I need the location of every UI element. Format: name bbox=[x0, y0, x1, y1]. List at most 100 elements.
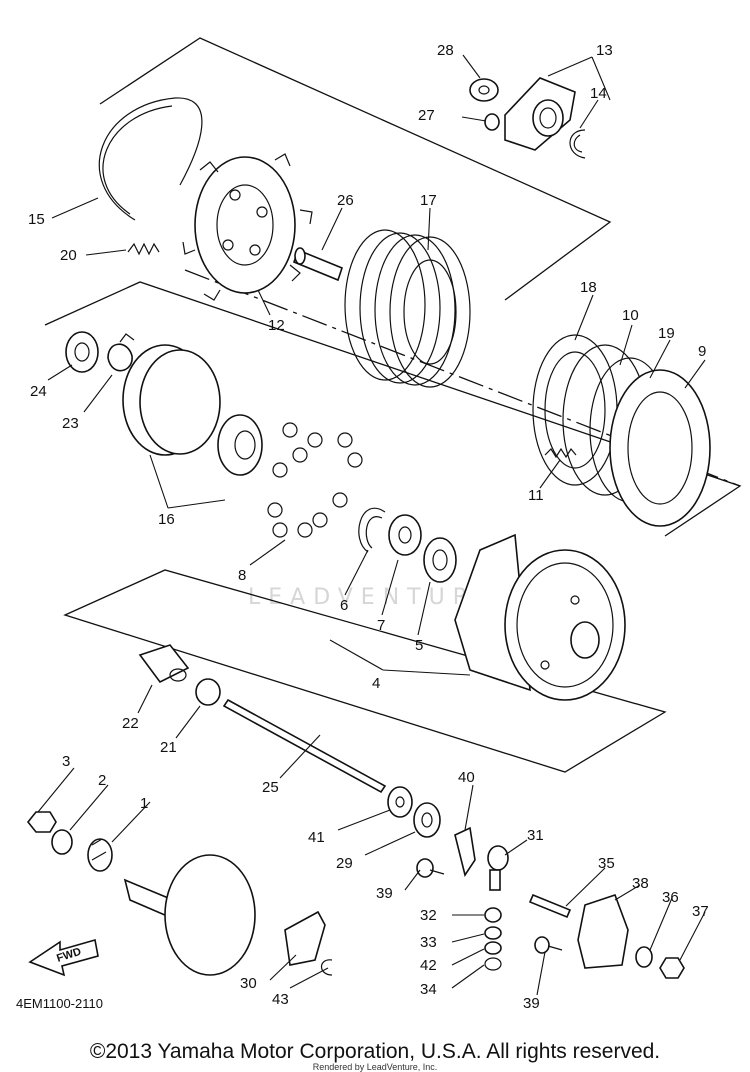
rendered-by-note: Rendered by LeadVenture, Inc. bbox=[312, 1062, 438, 1072]
part-39-bolt-upper bbox=[416, 858, 445, 878]
part-36-washer bbox=[635, 946, 653, 968]
part-34-clip bbox=[484, 957, 502, 971]
callout-21: 21 bbox=[160, 739, 177, 756]
callout-17: 17 bbox=[420, 192, 437, 209]
part-28-nut-hole bbox=[478, 85, 490, 95]
callout-13: 13 bbox=[596, 42, 613, 59]
part-24-nut bbox=[65, 331, 99, 373]
part-16-primary-gear bbox=[122, 344, 263, 476]
callout-6: 6 bbox=[340, 597, 348, 614]
push-lever-shaft bbox=[123, 854, 256, 976]
part-37-nut bbox=[659, 957, 685, 979]
part-42-washer bbox=[484, 941, 502, 955]
callout-14: 14 bbox=[590, 85, 607, 102]
callout-7: 7 bbox=[377, 617, 385, 634]
drawing-code: 4EM1100-2110 bbox=[16, 996, 103, 1011]
callout-36: 36 bbox=[662, 889, 679, 906]
part-8-balls bbox=[267, 422, 363, 538]
part-6-circlip bbox=[358, 507, 386, 553]
callout-27: 27 bbox=[418, 107, 435, 124]
part-23-lock-washer bbox=[107, 333, 135, 372]
callout-3: 3 bbox=[62, 753, 70, 770]
callout-37: 37 bbox=[692, 903, 709, 920]
callout-24: 24 bbox=[30, 383, 47, 400]
callout-9: 9 bbox=[698, 343, 706, 360]
part-30-lever-plate bbox=[284, 910, 326, 966]
part-9-clutch-plate bbox=[609, 369, 711, 527]
callout-33: 33 bbox=[420, 934, 437, 951]
callout-8: 8 bbox=[238, 567, 246, 584]
watermark-text: LEADVENTURE bbox=[248, 585, 498, 610]
part-31-bolt bbox=[487, 845, 509, 891]
part-15-circlip bbox=[98, 97, 203, 221]
callout-39-lower: 39 bbox=[523, 995, 540, 1012]
part-29-bearing bbox=[413, 802, 441, 838]
part-20-spring bbox=[127, 242, 160, 256]
callout-18: 18 bbox=[580, 279, 597, 296]
callout-22: 22 bbox=[122, 715, 139, 732]
part-28-nut bbox=[469, 78, 499, 102]
part-2-washer bbox=[51, 829, 73, 855]
callout-15: 15 bbox=[28, 211, 45, 228]
callout-26: 26 bbox=[337, 192, 354, 209]
part-18-friction-plate bbox=[532, 334, 618, 486]
callout-31: 31 bbox=[527, 827, 544, 844]
callout-29: 29 bbox=[336, 855, 353, 872]
callout-38: 38 bbox=[632, 875, 649, 892]
part-25-push-rod bbox=[222, 698, 387, 794]
part-38-bracket bbox=[577, 893, 629, 969]
part-22-pinion bbox=[138, 644, 190, 684]
part-17-friction-plates bbox=[344, 229, 471, 388]
frame-middle bbox=[44, 281, 742, 537]
copyright-notice: ©2013 Yamaha Motor Corporation, U.S.A. A… bbox=[89, 1040, 661, 1063]
part-7-washer bbox=[388, 514, 422, 556]
part-41-washer bbox=[387, 786, 413, 818]
part-15-circlip-inner bbox=[102, 105, 173, 215]
part-12-pressure-plate bbox=[182, 153, 313, 301]
callout-12: 12 bbox=[268, 317, 285, 334]
callout-20: 20 bbox=[60, 247, 77, 264]
callout-41: 41 bbox=[308, 829, 325, 846]
callout-10: 10 bbox=[622, 307, 639, 324]
part-3-nut bbox=[26, 811, 57, 833]
frame-lower bbox=[63, 569, 667, 773]
fwd-arrow-icon bbox=[28, 938, 99, 977]
part-35-adjust-bolt bbox=[528, 893, 572, 919]
callout-16: 16 bbox=[158, 511, 175, 528]
leader-lines bbox=[37, 54, 706, 996]
callout-19: 19 bbox=[658, 325, 675, 342]
callout-39-upper: 39 bbox=[376, 885, 393, 902]
part-14-circlip bbox=[569, 129, 586, 159]
callout-43: 43 bbox=[272, 991, 289, 1008]
callout-32: 32 bbox=[420, 907, 437, 924]
callout-30: 30 bbox=[240, 975, 257, 992]
part-40-lever bbox=[454, 826, 476, 877]
callout-25: 25 bbox=[262, 779, 279, 796]
frame-upper bbox=[99, 37, 612, 301]
part-21-washer bbox=[195, 678, 221, 706]
callout-4: 4 bbox=[372, 675, 380, 692]
callout-35: 35 bbox=[598, 855, 615, 872]
part-27-bolt bbox=[484, 113, 500, 131]
part-43-circlip bbox=[320, 959, 333, 976]
part-11-spring bbox=[544, 447, 577, 459]
callout-42: 42 bbox=[420, 957, 437, 974]
callout-28: 28 bbox=[437, 42, 454, 59]
part-26-push-rod bbox=[293, 247, 343, 282]
part-33-washer bbox=[484, 926, 502, 940]
part-32-nut bbox=[484, 907, 502, 923]
part-4-clutch-housing bbox=[454, 533, 626, 701]
callout-2: 2 bbox=[98, 772, 106, 789]
callout-1: 1 bbox=[140, 795, 148, 812]
callout-40: 40 bbox=[458, 769, 475, 786]
callouts: 28 13 27 14 15 26 17 20 12 18 10 19 9 24… bbox=[28, 42, 709, 1012]
part-5-bearing bbox=[423, 537, 457, 583]
callout-34: 34 bbox=[420, 981, 437, 998]
part-13-bearing-housing bbox=[504, 77, 576, 151]
part-39-bolt-lower bbox=[534, 936, 563, 954]
part-1-bearing bbox=[87, 838, 113, 872]
callout-23: 23 bbox=[62, 415, 79, 432]
callout-11: 11 bbox=[528, 487, 544, 504]
callout-5: 5 bbox=[415, 637, 423, 654]
